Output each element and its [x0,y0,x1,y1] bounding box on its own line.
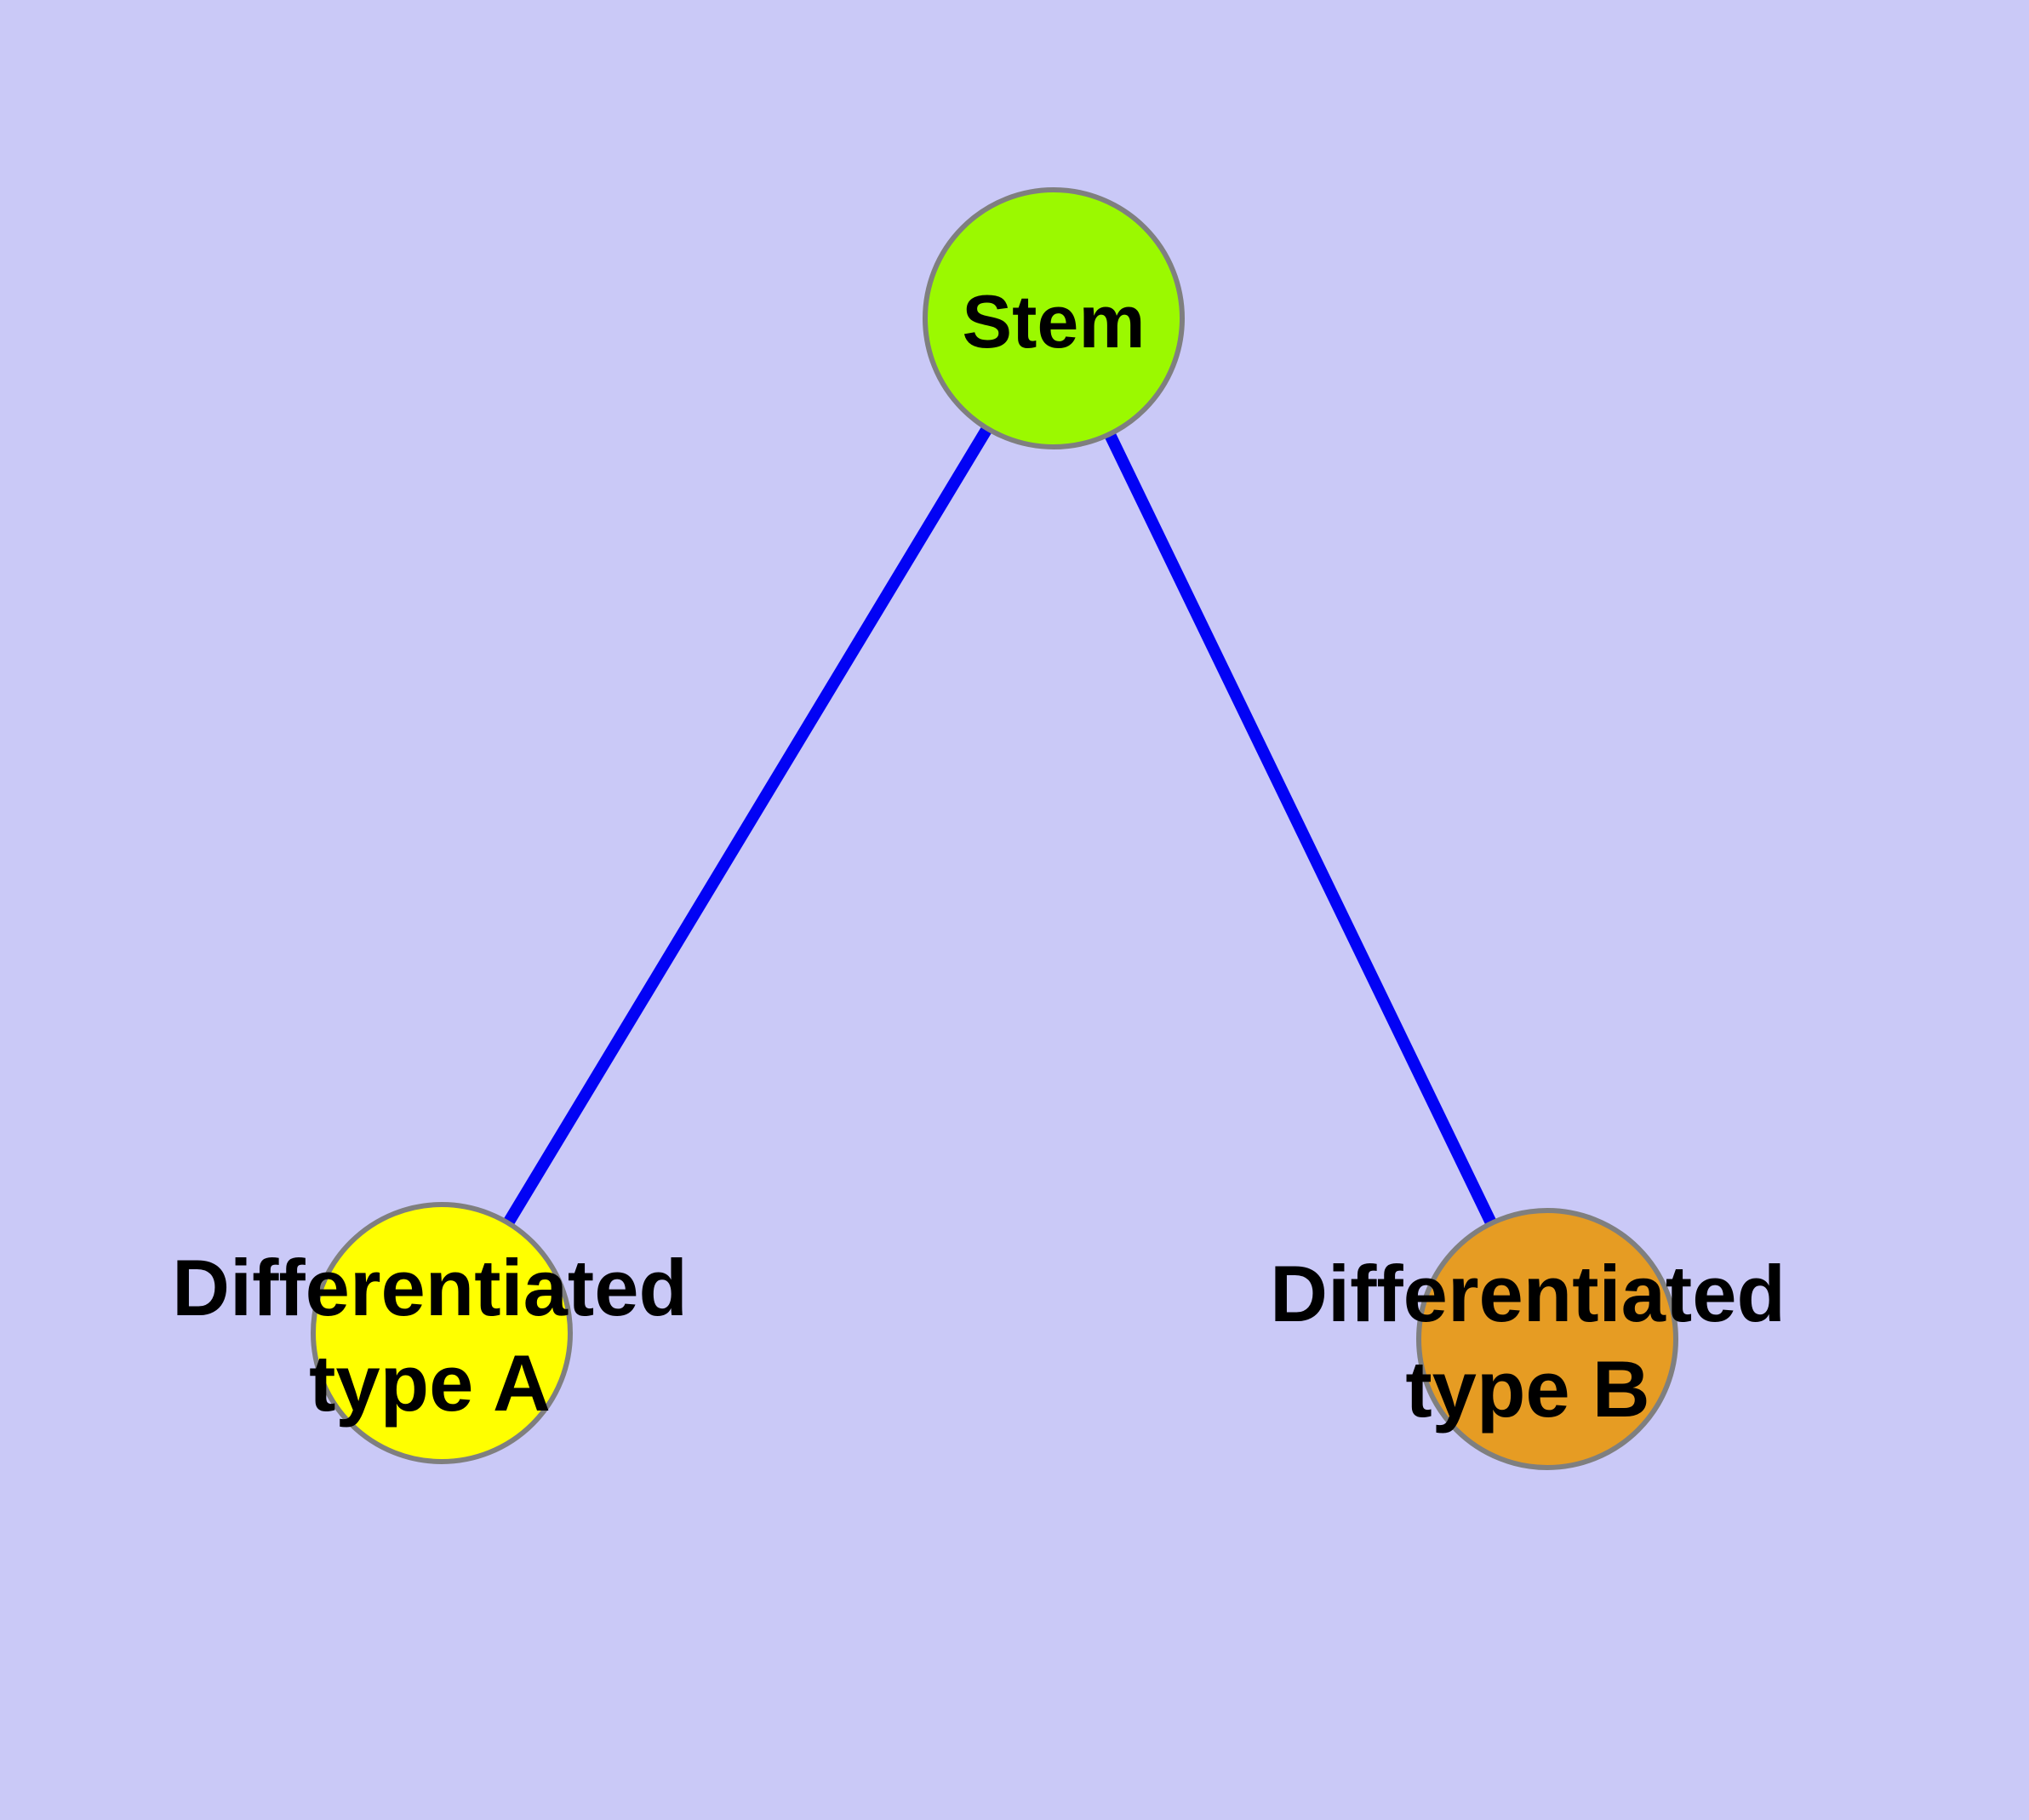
node-differentiated-type-b-label-line1: Differentiated [1270,1249,1786,1338]
edge-stem-to-type-b [1048,315,1553,1342]
node-differentiated-type-a-label-line1: Differentiated [172,1243,688,1332]
edge-stem-to-type-a [437,315,1059,1336]
node-stem-label: Stem [962,279,1145,363]
node-differentiated-type-b-circle [1416,1208,1678,1470]
node-stem-circle [923,187,1185,449]
node-differentiated-type-b-label-line2: type B [1405,1344,1649,1434]
node-differentiated-type-a-label-line2: type A [309,1338,551,1428]
node-differentiated-type-a-circle [311,1202,573,1464]
